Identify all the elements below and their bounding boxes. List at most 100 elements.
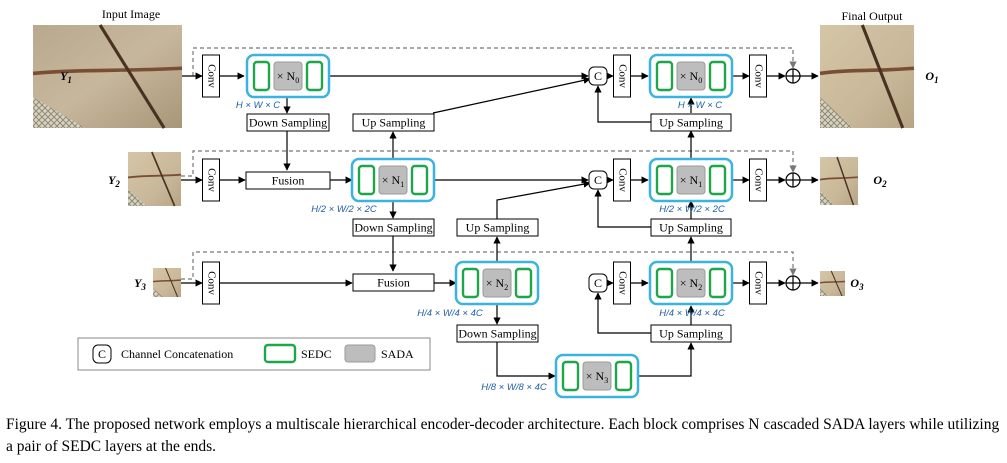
block-n1-encoder-count-sub: 1 xyxy=(400,180,404,189)
down-sampling-3-label: Down Sampling xyxy=(458,327,536,341)
dim-label-dec-2: H/2 × W/2 × 2C xyxy=(659,204,725,215)
conv-dec-out-3-label: Conv xyxy=(752,271,764,295)
fusion-2-label: Fusion xyxy=(377,276,410,290)
block-n2-encoder-sada xyxy=(482,268,512,298)
concat-3 xyxy=(588,273,608,293)
down-sampling-1 xyxy=(246,113,330,132)
block-n1-encoder-sada xyxy=(378,165,408,195)
block-n2-decoder-sada xyxy=(676,268,706,298)
conv-dec-in-3-label: Conv xyxy=(616,271,628,295)
block-n1-decoder-count-sub: 1 xyxy=(698,180,702,189)
output-image-o1-mesh xyxy=(820,97,853,128)
conv-dec-in-1-label: Conv xyxy=(616,64,628,88)
label-y1-sub: 1 xyxy=(67,75,72,85)
block-n0-encoder-sedc-right xyxy=(305,60,324,92)
fusion-2 xyxy=(352,273,435,292)
conv-dec-out-2-label: Conv xyxy=(752,168,764,192)
output-image-o3-mesh xyxy=(820,288,829,296)
dim-label-enc-3: H/4 × W/4 × 4C xyxy=(417,308,483,319)
input-image-y3 xyxy=(153,268,181,297)
fusion-1 xyxy=(245,171,331,190)
concat-1 xyxy=(588,66,608,86)
down-sampling-2-label: Down Sampling xyxy=(354,221,432,235)
conv-enc-1-label: Conv xyxy=(205,64,217,88)
legend-concat-symbol: C xyxy=(98,347,106,361)
block-n1-encoder-sedc-right xyxy=(410,164,429,196)
down-sampling-2 xyxy=(352,218,435,237)
skip-line-3 xyxy=(181,251,797,280)
edge-up-right2-concat xyxy=(594,189,651,228)
block-n2-decoder-count: × N2 xyxy=(680,276,702,292)
label-y1: Y1 xyxy=(60,69,72,85)
legend-sada-label: SADA xyxy=(381,347,414,361)
up-sampling-right-2-label: Up Sampling xyxy=(659,221,723,235)
dim-label-bottleneck: H/8 × W/8 × 4C xyxy=(481,382,547,393)
conv-dec-out-1 xyxy=(749,54,767,98)
block-n1-decoder-sada xyxy=(676,165,706,195)
legend-concat-symbol-box xyxy=(92,344,112,364)
output-image-o3-stick xyxy=(830,270,843,297)
conv-dec-out-1-label: Conv xyxy=(752,64,764,88)
fusion-1-label: Fusion xyxy=(272,174,305,188)
block-n0-encoder-sedc-left xyxy=(252,60,271,92)
up-sampling-mid-1-label: Up Sampling xyxy=(362,116,426,130)
conv-enc-3 xyxy=(202,261,220,305)
output-image-o1-rope xyxy=(819,66,915,76)
concat-3-symbol: C xyxy=(594,276,602,290)
concat-2 xyxy=(588,170,608,190)
legend-concat-label: Channel Concatenation xyxy=(121,347,233,361)
add-node-1-cross xyxy=(786,69,800,83)
input-image-y2-stick xyxy=(151,151,176,207)
block-n2-decoder-sedc-right xyxy=(708,267,727,299)
concat-1-symbol: C xyxy=(594,69,602,83)
input-image-y2-rope xyxy=(127,173,182,179)
conv-dec-in-3 xyxy=(613,261,631,305)
block-n0-decoder-sedc-left xyxy=(655,60,674,92)
dim-label-enc-1: H × W × C xyxy=(236,100,280,111)
edge-block3-upright3 xyxy=(638,342,695,377)
block-n3-bottleneck-sedc-right xyxy=(614,360,633,392)
up-sampling-mid-2 xyxy=(456,218,539,237)
block-n0-decoder-count-sub: 0 xyxy=(698,76,702,85)
conv-dec-in-2 xyxy=(613,158,631,202)
skip-line-2 xyxy=(181,150,797,177)
input-image-y3-stick xyxy=(165,267,179,298)
block-n2-encoder-count-sub: 2 xyxy=(504,283,508,292)
output-image-o2 xyxy=(820,157,858,205)
label-o2-sub: 2 xyxy=(881,179,887,189)
block-n0-encoder-sada xyxy=(273,61,303,91)
output-image-o2-stick xyxy=(836,156,855,206)
block-n1-decoder-sedc-right xyxy=(708,164,727,196)
input-image-y1-stick xyxy=(98,24,166,129)
down-sampling-3 xyxy=(456,324,539,343)
concat-2-symbol: C xyxy=(594,173,602,187)
conv-enc-1 xyxy=(202,54,220,98)
label-o1: O1 xyxy=(925,69,938,85)
label-o3-sub: 3 xyxy=(858,282,864,292)
block-n2-decoder-count-sub: 2 xyxy=(698,283,702,292)
up-sampling-mid-2-label: Up Sampling xyxy=(466,221,530,235)
block-n1-decoder-count: × N1 xyxy=(680,173,702,189)
input-image-y3-rope xyxy=(152,279,182,283)
dim-label-dec-3: H/4 × W/4 × 4C xyxy=(659,308,725,319)
skip-line-1 xyxy=(192,47,797,76)
up-sampling-right-3-label: Up Sampling xyxy=(659,327,723,341)
conv-enc-2-label: Conv xyxy=(205,168,217,192)
block-n3-bottleneck-count-sub: 3 xyxy=(604,376,608,385)
edge-up-right1-concat xyxy=(594,85,651,123)
output-image-o2-mesh xyxy=(820,190,834,205)
output-image-o1-stick xyxy=(860,24,905,129)
input-image-y2 xyxy=(128,152,181,206)
label-y3: Y3 xyxy=(134,276,146,292)
down-sampling-1-label: Down Sampling xyxy=(249,116,327,130)
edge-up1-concat xyxy=(432,76,591,114)
up-sampling-right-1-label: Up Sampling xyxy=(659,116,723,130)
legend-sedc-swatch xyxy=(263,343,297,364)
block-n0-decoder-sedc-right xyxy=(708,60,727,92)
block-n3-bottleneck-sada xyxy=(582,361,612,391)
conv-dec-out-3 xyxy=(749,261,767,305)
edge-up2-concat2 xyxy=(496,180,591,219)
block-n2-encoder-count: × N2 xyxy=(486,276,508,292)
label-y2: Y2 xyxy=(108,173,120,189)
